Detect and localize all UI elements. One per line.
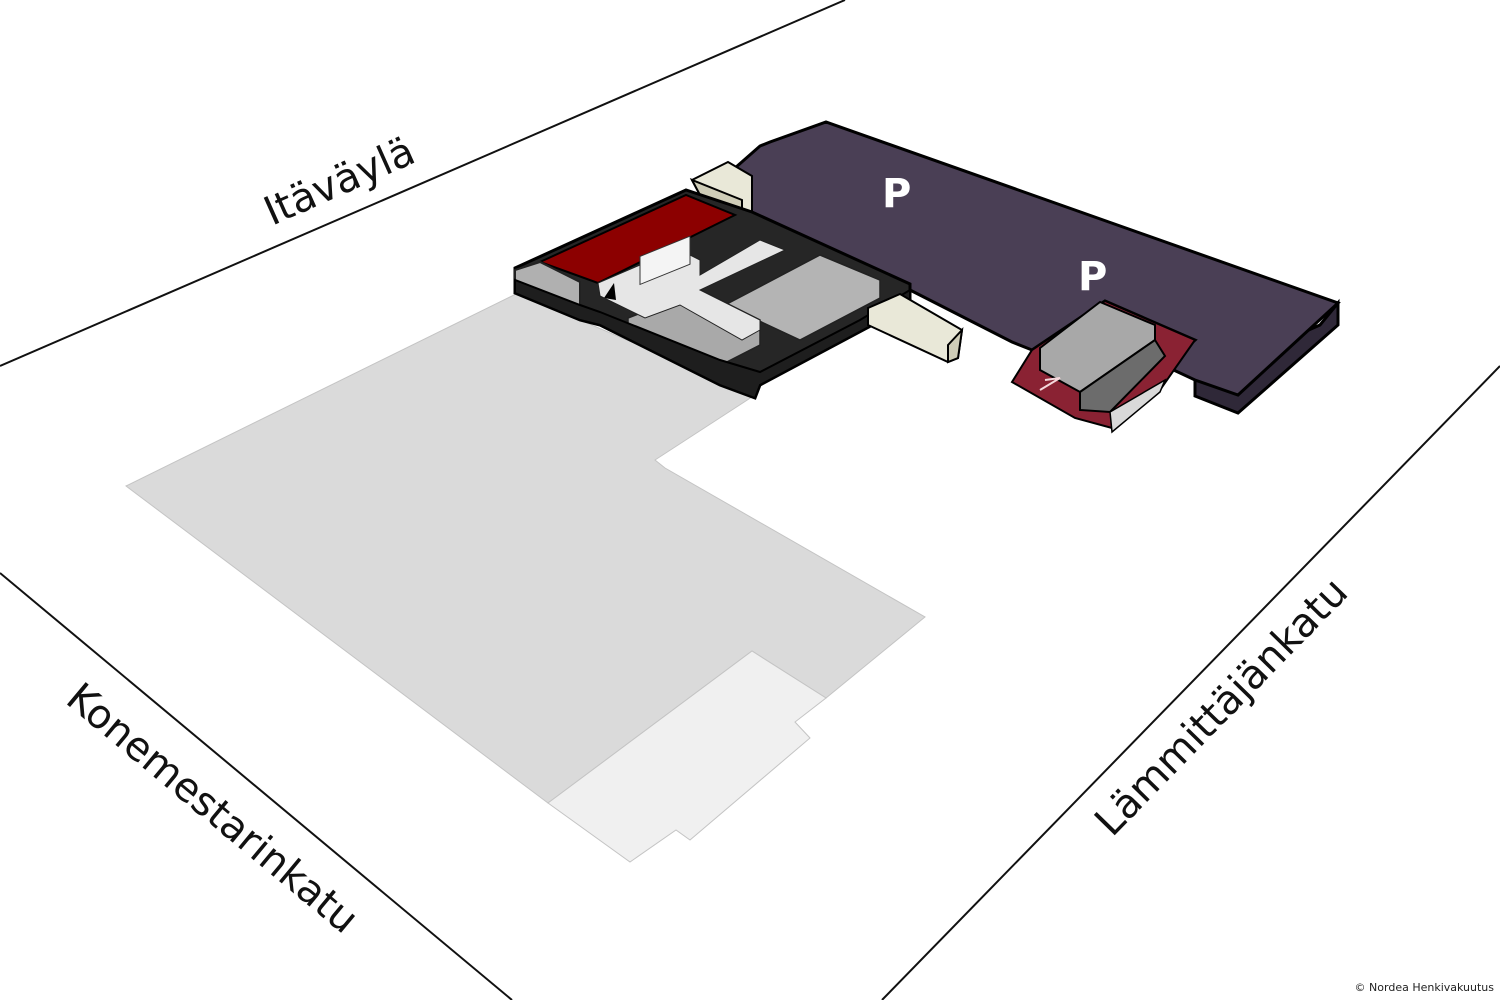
ramp-entrance [1010, 299, 1197, 434]
parking-label-2: P [1078, 254, 1107, 300]
main-building-south-face [514, 278, 911, 400]
street-line-itavayla [0, 0, 846, 367]
entrance-arrow-icon [604, 283, 616, 300]
lot-main [125, 292, 926, 804]
street-line-konemestarinkatu [0, 572, 513, 1000]
main-building [513, 188, 912, 400]
lot-annex [547, 650, 827, 863]
street-line-lammittajankatu [881, 365, 1500, 1000]
street-label-lammittajankatu: Lämmittäjänkatu [1086, 569, 1357, 845]
copyright-notice: © Nordea Henkivakuutus [1354, 981, 1494, 994]
street-label-konemestarinkatu: Konemestarinkatu [58, 674, 367, 942]
corridor-east [867, 292, 964, 364]
room-grey-1 [723, 254, 881, 341]
ramp-direction-arrows-icon [1039, 377, 1061, 391]
red-wing [537, 193, 738, 285]
stair-core [639, 235, 691, 286]
parking-label-1: P [882, 171, 911, 217]
